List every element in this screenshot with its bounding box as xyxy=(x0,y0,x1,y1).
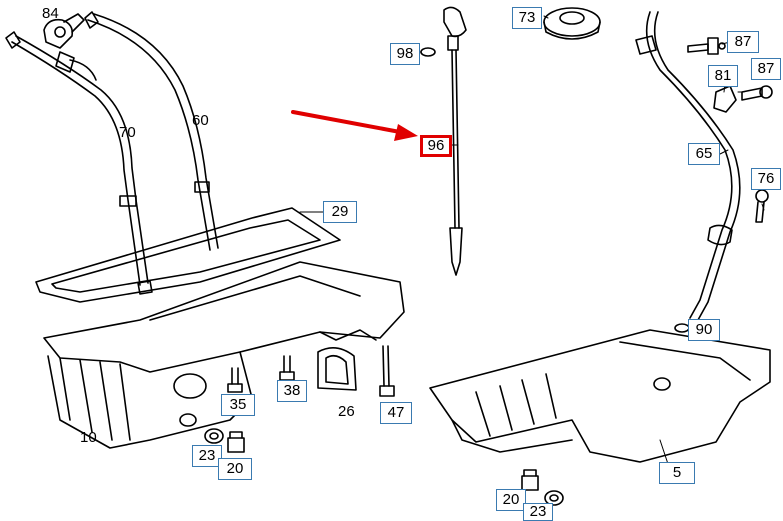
callout-98[interactable]: 98 xyxy=(390,43,420,65)
o-ring-90 xyxy=(674,323,690,333)
washer-23-left xyxy=(204,428,224,444)
callout-35[interactable]: 35 xyxy=(221,394,255,416)
stud-47 xyxy=(379,345,395,397)
bolt-76 xyxy=(755,189,769,223)
gasket-29 xyxy=(35,207,341,303)
dipstick-96 xyxy=(443,6,467,276)
callout-84: 84 xyxy=(42,5,59,22)
pointer-arrow xyxy=(291,110,418,141)
drain-plug-20-right xyxy=(521,469,539,491)
o-ring-98 xyxy=(420,47,436,57)
bolt-35 xyxy=(227,367,243,393)
callout-60: 60 xyxy=(192,112,209,129)
bolt-87-lower xyxy=(741,85,773,101)
bolt-87-upper xyxy=(687,37,726,55)
callout-87-upper[interactable]: 87 xyxy=(727,31,759,53)
clamp-84 xyxy=(43,13,85,49)
callout-20-right[interactable]: 20 xyxy=(496,489,526,511)
callout-10: 10 xyxy=(80,429,97,446)
callout-38[interactable]: 38 xyxy=(277,380,307,402)
callout-76[interactable]: 76 xyxy=(751,168,781,190)
callout-26: 26 xyxy=(338,403,355,420)
callout-23-right[interactable]: 23 xyxy=(523,503,553,521)
lower-oil-pan-5 xyxy=(429,329,771,463)
callout-70: 70 xyxy=(119,124,136,141)
filler-cap-73 xyxy=(543,7,601,40)
callout-87-lower[interactable]: 87 xyxy=(751,58,781,80)
bolt-38 xyxy=(279,355,295,381)
guide-tube-65 xyxy=(635,11,741,321)
guide-tube-60 xyxy=(55,11,219,251)
bracket-81 xyxy=(713,85,737,113)
upper-oil-pan-10 xyxy=(43,261,405,449)
drain-plug-20-left xyxy=(227,431,245,453)
callout-81[interactable]: 81 xyxy=(708,65,738,87)
callout-90[interactable]: 90 xyxy=(688,319,720,341)
callout-20-left[interactable]: 20 xyxy=(218,458,252,480)
callout-23-left[interactable]: 23 xyxy=(192,445,222,467)
washer-23-right xyxy=(544,490,564,506)
callout-65[interactable]: 65 xyxy=(688,143,720,165)
seal-26 xyxy=(317,347,357,391)
callout-29[interactable]: 29 xyxy=(323,201,357,223)
callout-96-highlighted[interactable]: 96 xyxy=(420,135,452,157)
callout-5[interactable]: 5 xyxy=(659,462,695,484)
callout-47[interactable]: 47 xyxy=(380,402,412,424)
callout-73[interactable]: 73 xyxy=(512,7,542,29)
